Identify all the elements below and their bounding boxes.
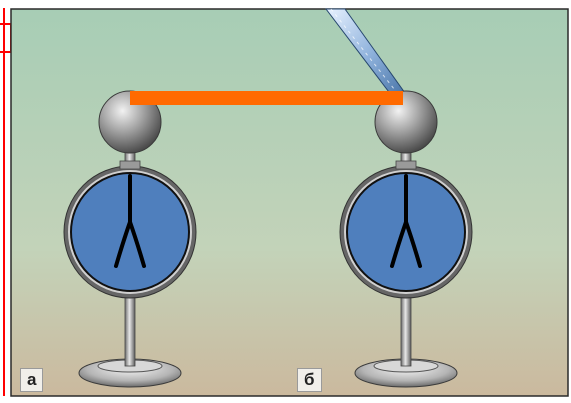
- electroscope-a: [63, 90, 197, 388]
- electroscope-b-ball: [374, 90, 438, 154]
- electroscope-b-leaves: [390, 174, 422, 268]
- conducting-rod: [130, 91, 403, 105]
- frame-accent: [0, 8, 12, 396]
- electroscope-b: [339, 90, 473, 388]
- electroscope-a-dial: [63, 165, 197, 299]
- electroscope-b-dial: [339, 165, 473, 299]
- electroscope-a-base: [78, 295, 182, 388]
- label-b: б: [297, 368, 322, 392]
- electroscope-b-base: [354, 295, 458, 388]
- label-a: а: [20, 368, 44, 392]
- electroscope-a-leaves: [114, 174, 146, 268]
